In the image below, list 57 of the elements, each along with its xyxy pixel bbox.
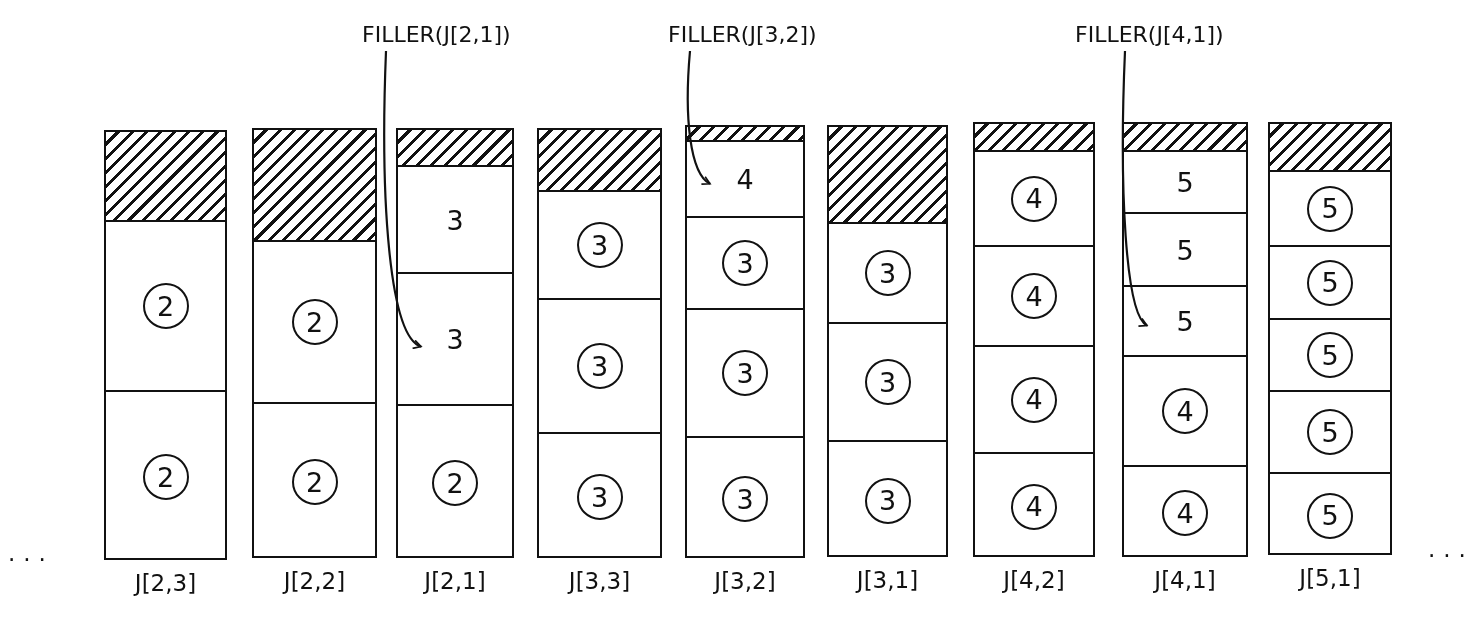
cell-value: 3	[446, 325, 464, 353]
circled-number: 4	[1162, 490, 1208, 536]
cell-value: 5	[1176, 236, 1194, 263]
cell-value: 3	[446, 206, 464, 233]
circled-number: 3	[864, 477, 911, 524]
circled-number: 4	[1162, 388, 1208, 434]
annotation-label: FILLER(J[3,2])	[668, 22, 817, 47]
hatched-cell	[687, 127, 803, 142]
hatched-cell	[1124, 124, 1246, 152]
circled-number: 2	[291, 299, 338, 345]
circled-number: 5	[1307, 259, 1353, 306]
circled-number: 3	[576, 474, 623, 520]
hatched-cell	[254, 130, 375, 242]
column-label: J[4,1]	[1154, 567, 1216, 593]
ellipsis: ...	[1428, 536, 1474, 562]
circled-number: 3	[864, 250, 911, 296]
column-label: J[2,3]	[134, 570, 197, 596]
circled-number: 5	[1307, 185, 1353, 232]
hatched-cell	[398, 130, 512, 167]
column-label: J[2,2]	[283, 568, 346, 594]
hatched-cell	[106, 132, 225, 222]
circled-number: 4	[1011, 483, 1057, 530]
hatched-cell	[539, 130, 660, 192]
leader-line	[686, 50, 711, 185]
circled-number: 3	[864, 359, 911, 405]
column-label: J[3,3]	[568, 568, 631, 594]
cell-value: 5	[1176, 307, 1194, 335]
circled-number: 3	[722, 476, 768, 522]
leader-line	[1121, 50, 1148, 327]
column-label: J[3,1]	[856, 567, 919, 593]
leader-line	[383, 50, 422, 348]
circled-number: 2	[291, 459, 338, 505]
circled-number: 5	[1307, 409, 1353, 455]
column-label: J[3,2]	[714, 568, 776, 594]
circled-number: 3	[722, 240, 768, 286]
circled-number: 4	[1011, 273, 1057, 319]
circled-number: 5	[1307, 492, 1353, 539]
circled-number: 3	[722, 350, 768, 396]
column-label: J[4,2]	[1003, 567, 1065, 593]
column-label: J[5,1]	[1299, 565, 1361, 591]
circled-number: 4	[1011, 376, 1057, 423]
circled-number: 3	[576, 343, 623, 389]
cell-value: 4	[736, 165, 754, 193]
circled-number: 2	[432, 460, 478, 506]
hatched-cell	[975, 124, 1093, 152]
ellipsis: ...	[8, 540, 54, 566]
circled-number: 5	[1307, 332, 1353, 378]
cell-value: 5	[1176, 168, 1194, 196]
circled-number: 2	[142, 283, 189, 329]
circled-number: 2	[142, 454, 189, 500]
hatched-cell	[829, 127, 946, 224]
annotation-label: FILLER(J[4,1])	[1075, 22, 1224, 47]
circled-number: 4	[1011, 175, 1057, 222]
column-label: J[2,1]	[424, 568, 486, 594]
circled-number: 3	[576, 222, 623, 268]
annotation-label: FILLER(J[2,1])	[362, 22, 511, 47]
hatched-cell	[1270, 124, 1390, 172]
